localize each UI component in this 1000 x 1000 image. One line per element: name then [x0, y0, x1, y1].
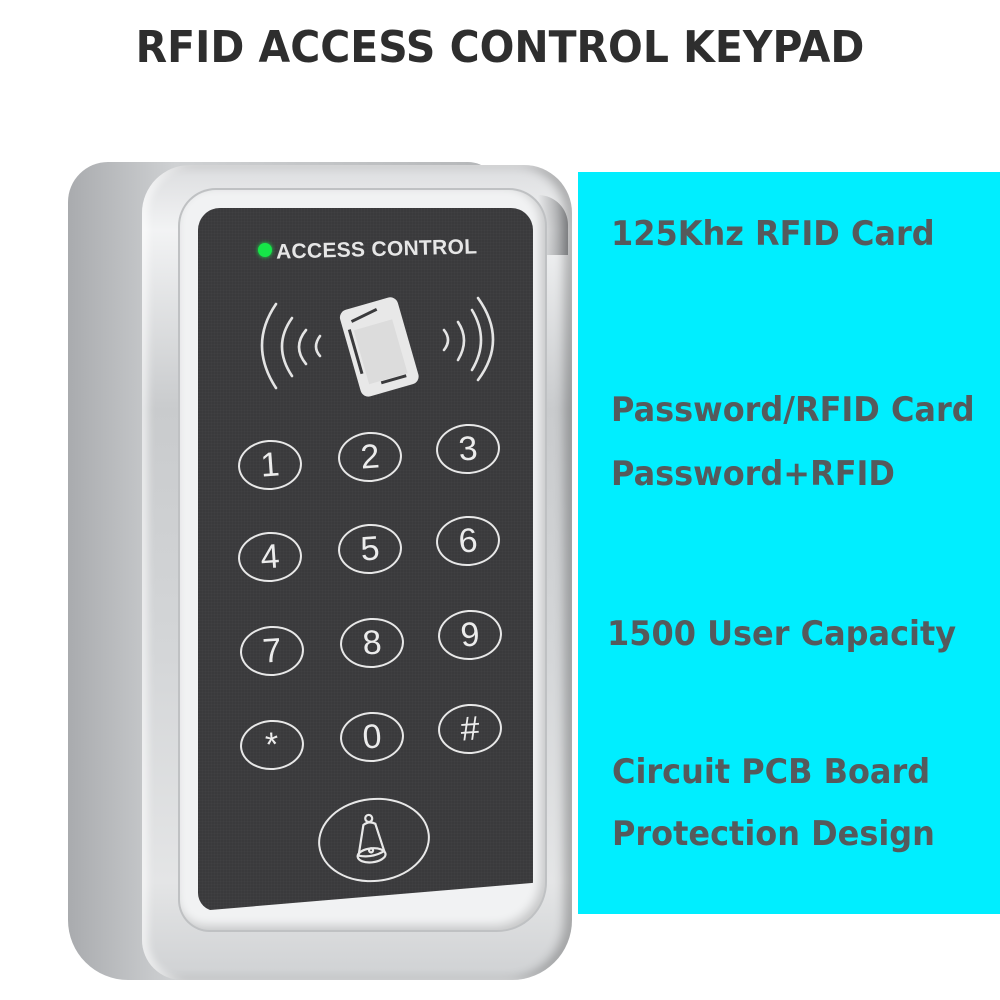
- bell-icon: [356, 813, 387, 864]
- brand-text: ACCESS CONTROL: [275, 235, 478, 264]
- feature-user-capacity: 1500 User Capacity: [607, 614, 957, 654]
- feature-pcb-board: Circuit PCB Board: [612, 752, 931, 792]
- status-led-icon: [258, 243, 272, 257]
- rfid-card-wave-icon: [260, 296, 495, 397]
- doorbell-button[interactable]: [313, 792, 435, 888]
- feature-rfid-card: 125Khz RFID Card: [611, 214, 935, 254]
- features-panel: [578, 172, 1000, 914]
- feature-password-plus-rfid: Password+RFID: [611, 454, 895, 494]
- feature-password-or-rfid: Password/RFID Card: [611, 390, 975, 430]
- feature-protection-design: Protection Design: [612, 814, 935, 854]
- device-brand-label: ACCESS CONTROL: [258, 235, 478, 264]
- page-title: RFID ACCESS CONTROL KEYPAD: [135, 22, 865, 73]
